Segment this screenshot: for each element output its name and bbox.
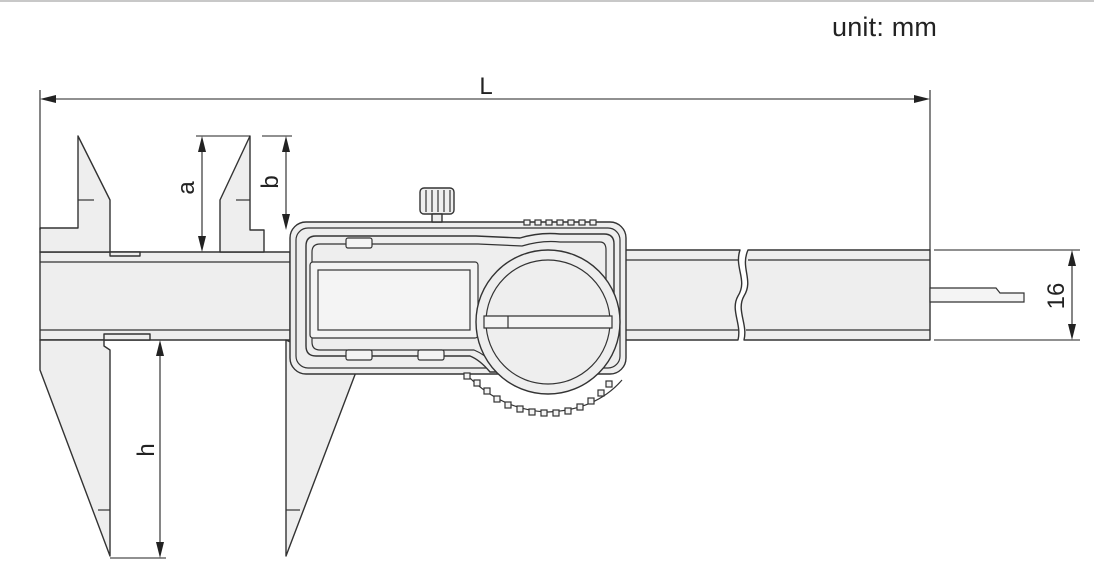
unit-label: unit: mm xyxy=(832,12,938,42)
lcd-display-screen xyxy=(317,269,471,331)
dimension-L: L xyxy=(39,73,931,250)
button-bottom-right xyxy=(417,349,445,361)
slider-housing-inner xyxy=(295,227,621,369)
top-divider xyxy=(0,0,1094,2)
main-beam-left xyxy=(39,251,291,341)
main-beam-middle xyxy=(623,249,743,341)
dimension-b: b xyxy=(257,135,292,230)
top-serration xyxy=(523,219,597,226)
depth-rod xyxy=(929,287,1025,303)
dimension-L-label: L xyxy=(479,73,492,100)
fixed-jaw-lower xyxy=(39,333,151,557)
top-thumb-knob xyxy=(419,187,455,215)
sliding-jaw-upper xyxy=(219,135,265,253)
main-beam-right xyxy=(740,249,931,341)
knob-stem xyxy=(431,213,443,223)
dimension-a: a xyxy=(173,135,250,252)
button-bottom-left xyxy=(345,349,373,361)
dimension-16: 16 xyxy=(934,249,1080,341)
dimension-a-label: a xyxy=(173,181,200,195)
dimension-b-label: b xyxy=(257,175,284,188)
dimension-16-label: 16 xyxy=(1043,283,1070,310)
dimension-h-label: h xyxy=(133,443,160,456)
dial-center-bar xyxy=(483,315,613,329)
fixed-jaw-upper xyxy=(39,135,111,253)
bottom-serration xyxy=(463,372,623,417)
button-top-left xyxy=(345,237,373,249)
dimension-h: h xyxy=(110,340,166,559)
fixed-jaw-notch xyxy=(109,251,141,257)
